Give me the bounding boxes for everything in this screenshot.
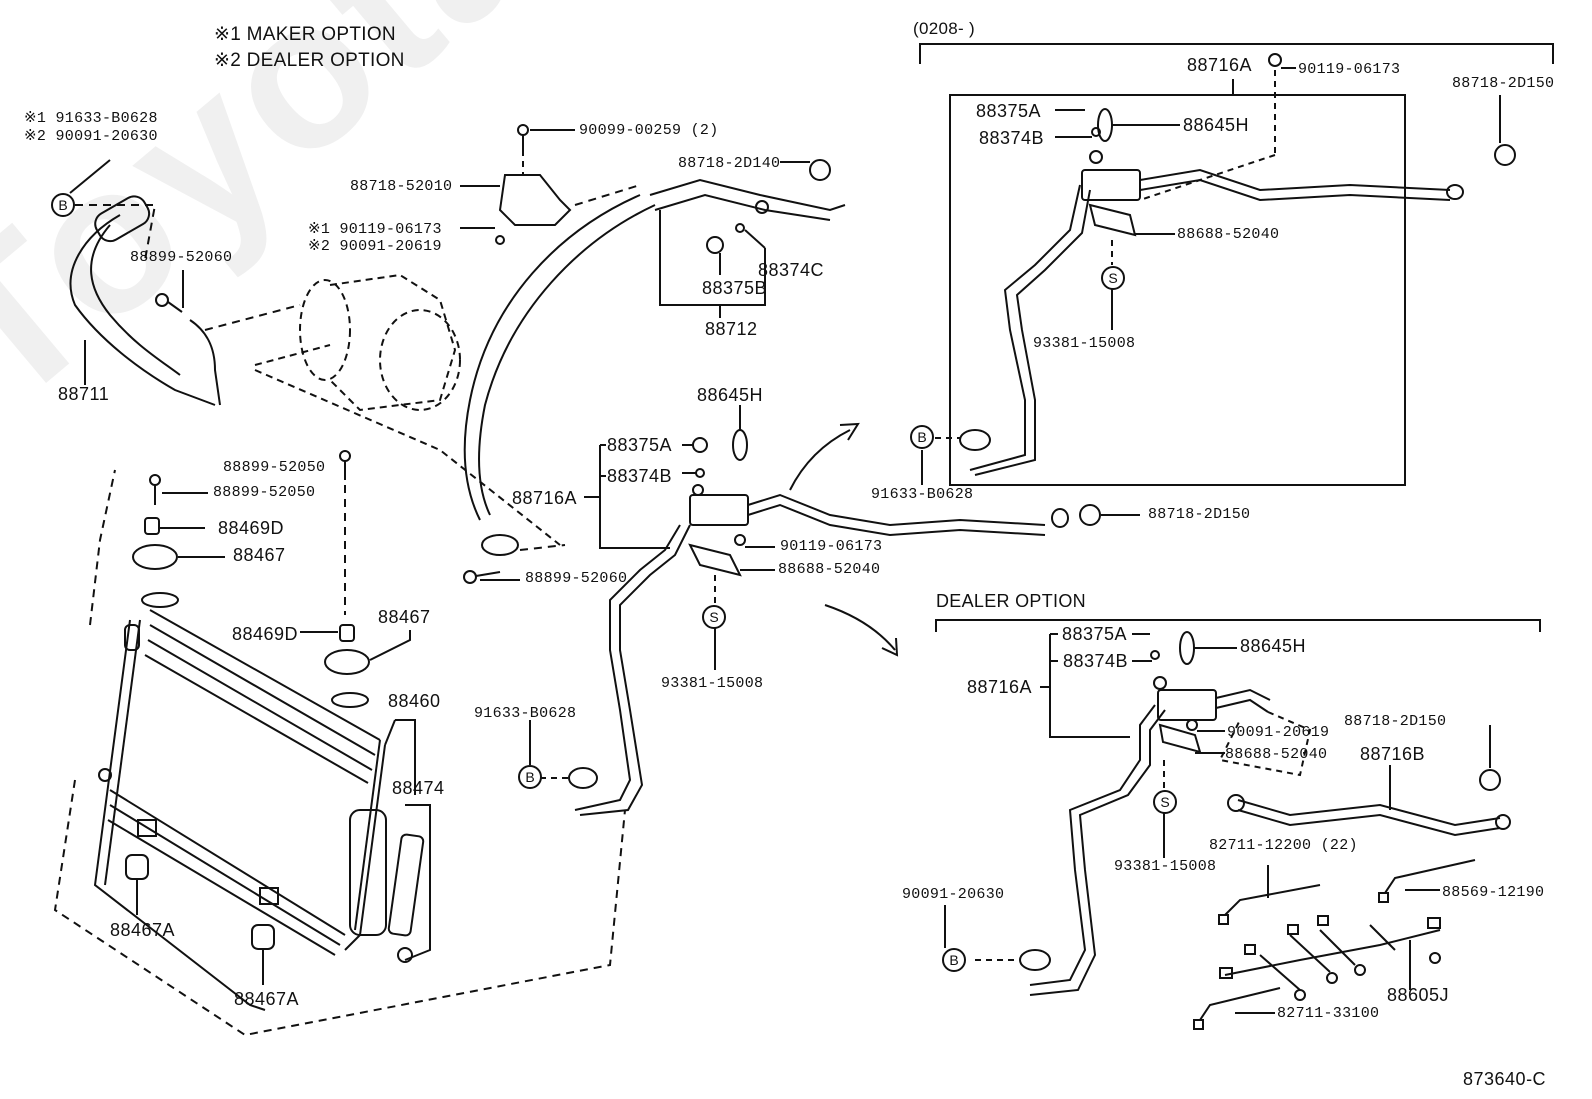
part-label: 82711-33100 [1277, 1005, 1380, 1022]
part-label: 88374C [758, 260, 825, 280]
part-label: ※1 91633-B0628 [24, 110, 158, 127]
bracket-88718-52010 [460, 125, 575, 244]
part-label: 88375B [702, 278, 768, 298]
part-label: 90119-06173 [1298, 61, 1401, 78]
part-label: 88688-52040 [1225, 746, 1328, 763]
part-label: 88375A [976, 101, 1042, 121]
bolt-88899-52060-a [156, 270, 300, 330]
part-label: 88718-52010 [350, 178, 453, 195]
receiver-drier-88474 [350, 720, 430, 962]
expansion-valve-dealer-option [945, 632, 1510, 1029]
part-label: 88460 [388, 691, 441, 711]
part-label: 88718-2D140 [678, 155, 781, 172]
figure-id: 873640-C [1463, 1069, 1547, 1089]
part-label: 88375A [1062, 624, 1128, 644]
part-label: 88467 [378, 607, 431, 627]
note-dealer-option: ※2 DEALER OPTION [214, 50, 405, 71]
part-label: 88469D [218, 518, 285, 538]
marker-b-top-right: B [910, 425, 934, 449]
marker-s-mid: S [702, 605, 726, 629]
part-label: 88467 [233, 545, 286, 565]
marker-s-top-right: S [1101, 266, 1125, 290]
expansion-valve-top-right [922, 54, 1515, 485]
section-title-dealer-option: DEALER OPTION [936, 591, 1086, 611]
part-label: 90099-00259 (2) [579, 122, 719, 139]
part-label: 88718-2D150 [1344, 713, 1447, 730]
part-label: 88474 [392, 778, 445, 798]
part-label: 88469D [232, 624, 299, 644]
expansion-valve-mid [530, 405, 1140, 815]
part-label: 88711 [58, 384, 110, 404]
part-label: 88645H [1183, 115, 1250, 135]
part-label: 88375A [607, 435, 673, 455]
part-label: 90091-20619 [1227, 724, 1330, 741]
part-label: 88899-52060 [525, 570, 628, 587]
bolt-88899-52060-b [464, 535, 565, 583]
part-label: 88716B [1360, 744, 1426, 764]
part-label: 88712 [705, 319, 758, 339]
part-label: 93381-15008 [1114, 858, 1217, 875]
top-right-section-frame [920, 44, 1553, 485]
marker-b-left: B [51, 193, 75, 217]
part-label: 88899-52050 [213, 484, 316, 501]
part-label: 88899-52050 [223, 459, 326, 476]
part-label: 88467A [234, 989, 300, 1009]
part-label: 82711-12200 (22) [1209, 837, 1358, 854]
part-label: 88688-52040 [778, 561, 881, 578]
part-label: 93381-15008 [661, 675, 764, 692]
part-label: 88899-52060 [130, 249, 233, 266]
hose-88712 [465, 160, 845, 520]
part-label: ※2 90091-20619 [308, 238, 442, 255]
marker-s-dealer: S [1153, 790, 1177, 814]
section-title-0208: (0208- ) [913, 19, 975, 38]
part-label: 88374B [607, 466, 673, 486]
part-label: ※1 90119-06173 [308, 221, 442, 238]
marker-b-mid: B [518, 765, 542, 789]
marker-b-dealer: B [942, 948, 966, 972]
part-label: 88718-2D150 [1148, 506, 1251, 523]
part-label: 88716A [1187, 55, 1253, 75]
hose-88711 [70, 160, 220, 405]
part-label: 88716A [512, 488, 578, 508]
mounting-parts [126, 451, 410, 985]
compressor-outline [255, 275, 560, 545]
part-label: 88688-52040 [1177, 226, 1280, 243]
part-label: 88645H [697, 385, 764, 405]
part-label: 93381-15008 [1033, 335, 1136, 352]
part-label: 88467A [110, 920, 176, 940]
part-label: 88716A [967, 677, 1033, 697]
part-label: 91633-B0628 [871, 486, 974, 503]
part-label: 88374B [1063, 651, 1129, 671]
note-maker-option: ※1 MAKER OPTION [214, 24, 396, 45]
part-label: 88374B [979, 128, 1045, 148]
condenser-88460 [95, 593, 385, 1010]
part-label: 88645H [1240, 636, 1307, 656]
part-label: ※2 90091-20630 [24, 128, 158, 145]
part-label: 91633-B0628 [474, 705, 577, 722]
dealer-option-frame [936, 620, 1540, 632]
part-label: 88718-2D150 [1452, 75, 1555, 92]
part-label: 88569-12190 [1442, 884, 1545, 901]
condenser-dashed-outline [55, 470, 625, 1035]
part-label: 90119-06173 [780, 538, 883, 555]
part-label: 88605J [1387, 985, 1450, 1005]
part-label: 90091-20630 [902, 886, 1005, 903]
